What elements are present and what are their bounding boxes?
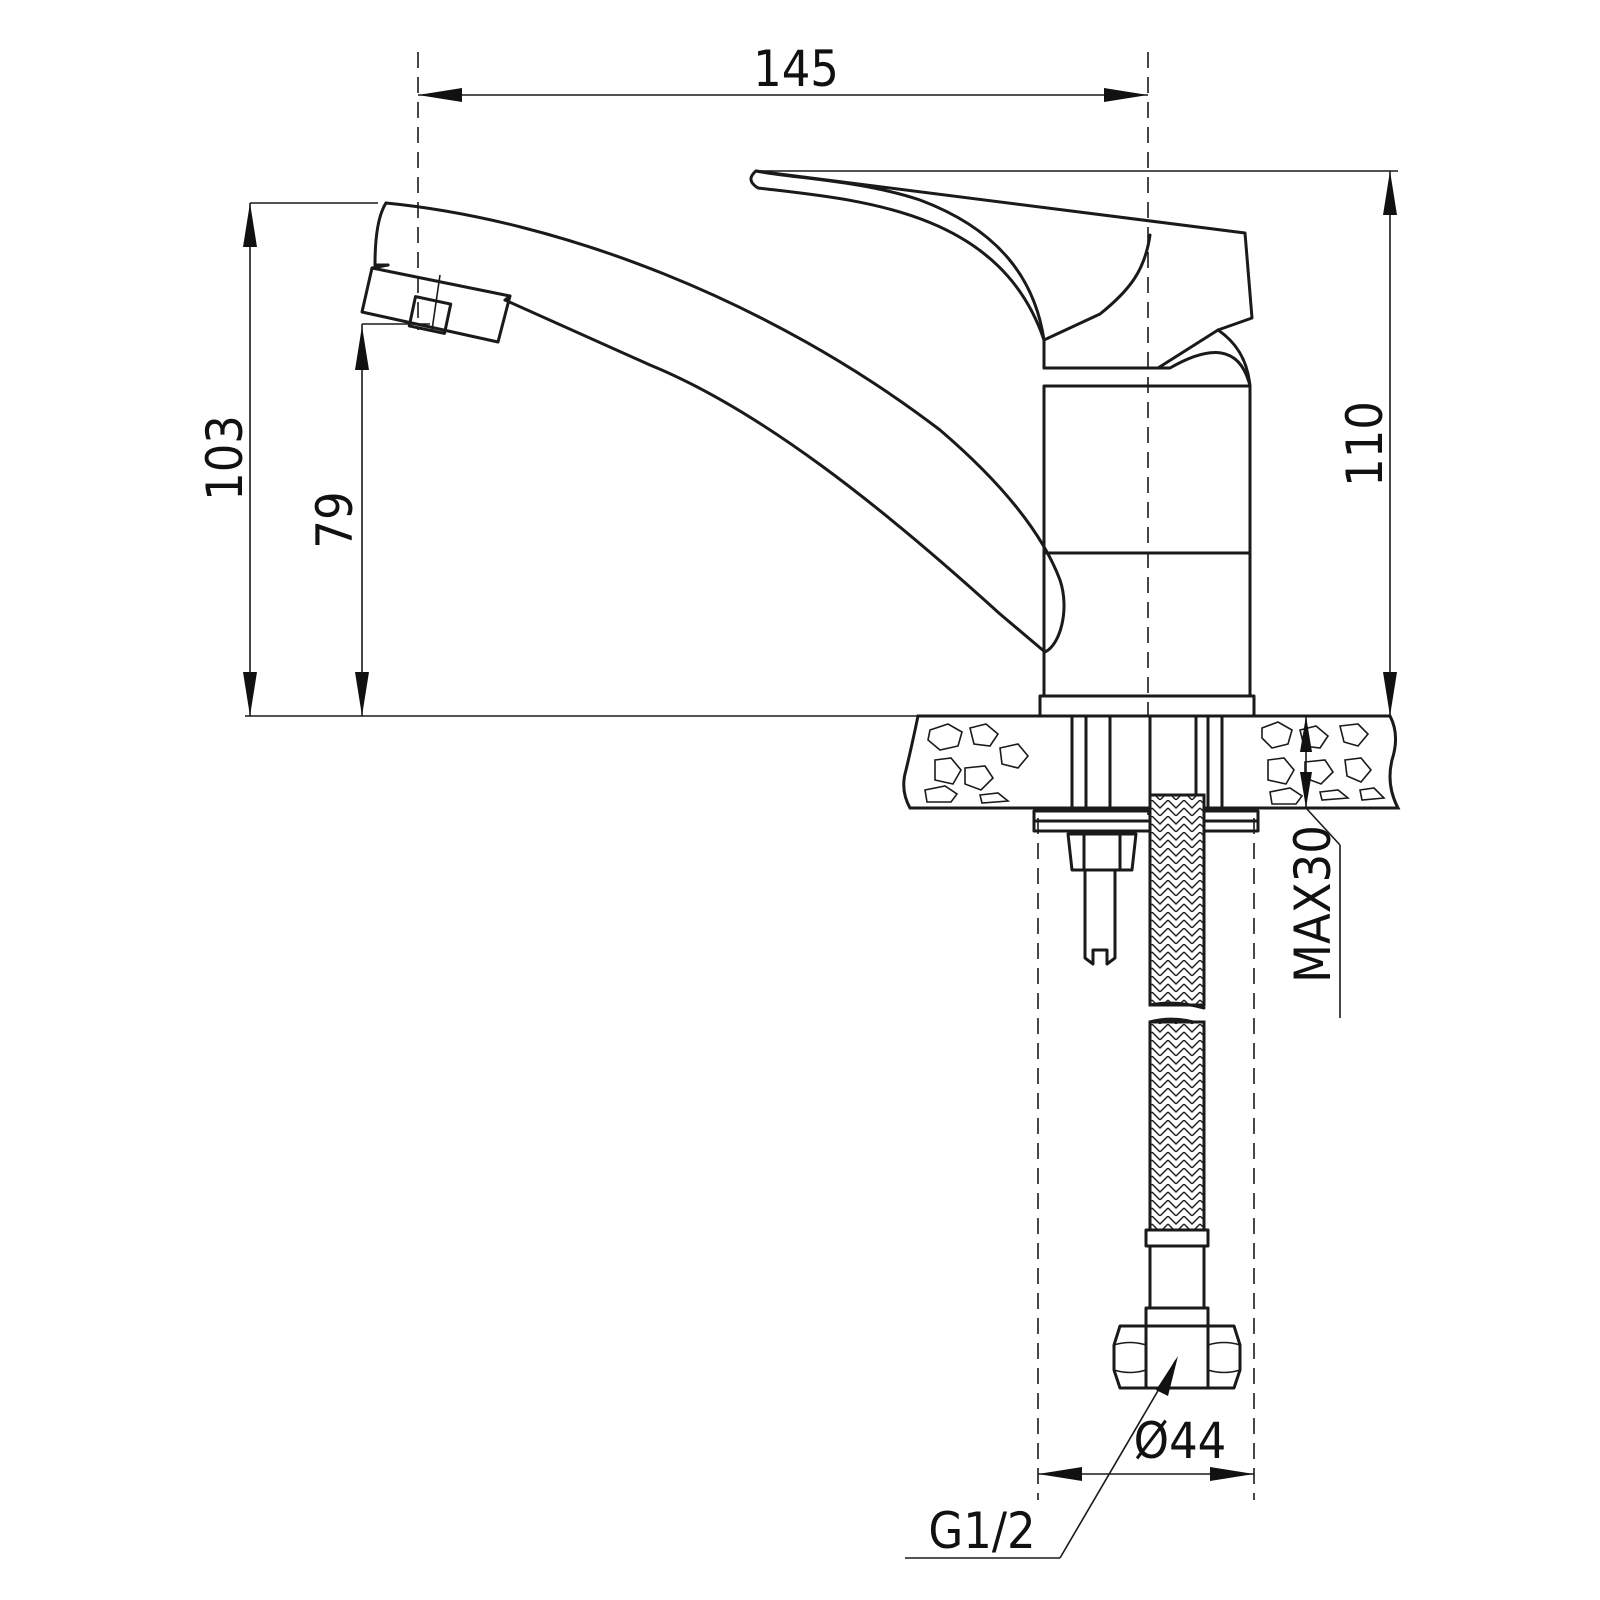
spout-height-label: 103: [196, 415, 254, 501]
dimension-base-diameter: Ø44: [1038, 1412, 1254, 1481]
thread-callout: G1/2: [905, 1356, 1178, 1560]
mounting-hardware: [1032, 694, 1260, 966]
center-lines: [417, 52, 1255, 1500]
outlet-height-label: 79: [306, 491, 364, 548]
dimension-spout-reach: 145: [418, 40, 1148, 102]
dimension-spout-height: 103: [196, 202, 378, 716]
flexible-hose: [1112, 793, 1242, 1390]
base-diameter-label: Ø44: [1134, 1412, 1227, 1470]
total-height-label: 110: [1336, 401, 1394, 487]
dimension-outlet-height: 79: [306, 323, 430, 716]
spout: [360, 201, 1066, 654]
dimension-total-height: 110: [760, 170, 1398, 716]
dimension-max-thickness: MAX30: [1284, 716, 1342, 1018]
spout-reach-label: 145: [753, 40, 839, 98]
lever-handle: [749, 169, 1254, 370]
mixer-body: [1042, 328, 1252, 698]
thread-label: G1/2: [928, 1502, 1035, 1560]
max-thickness-label: MAX30: [1284, 825, 1342, 983]
